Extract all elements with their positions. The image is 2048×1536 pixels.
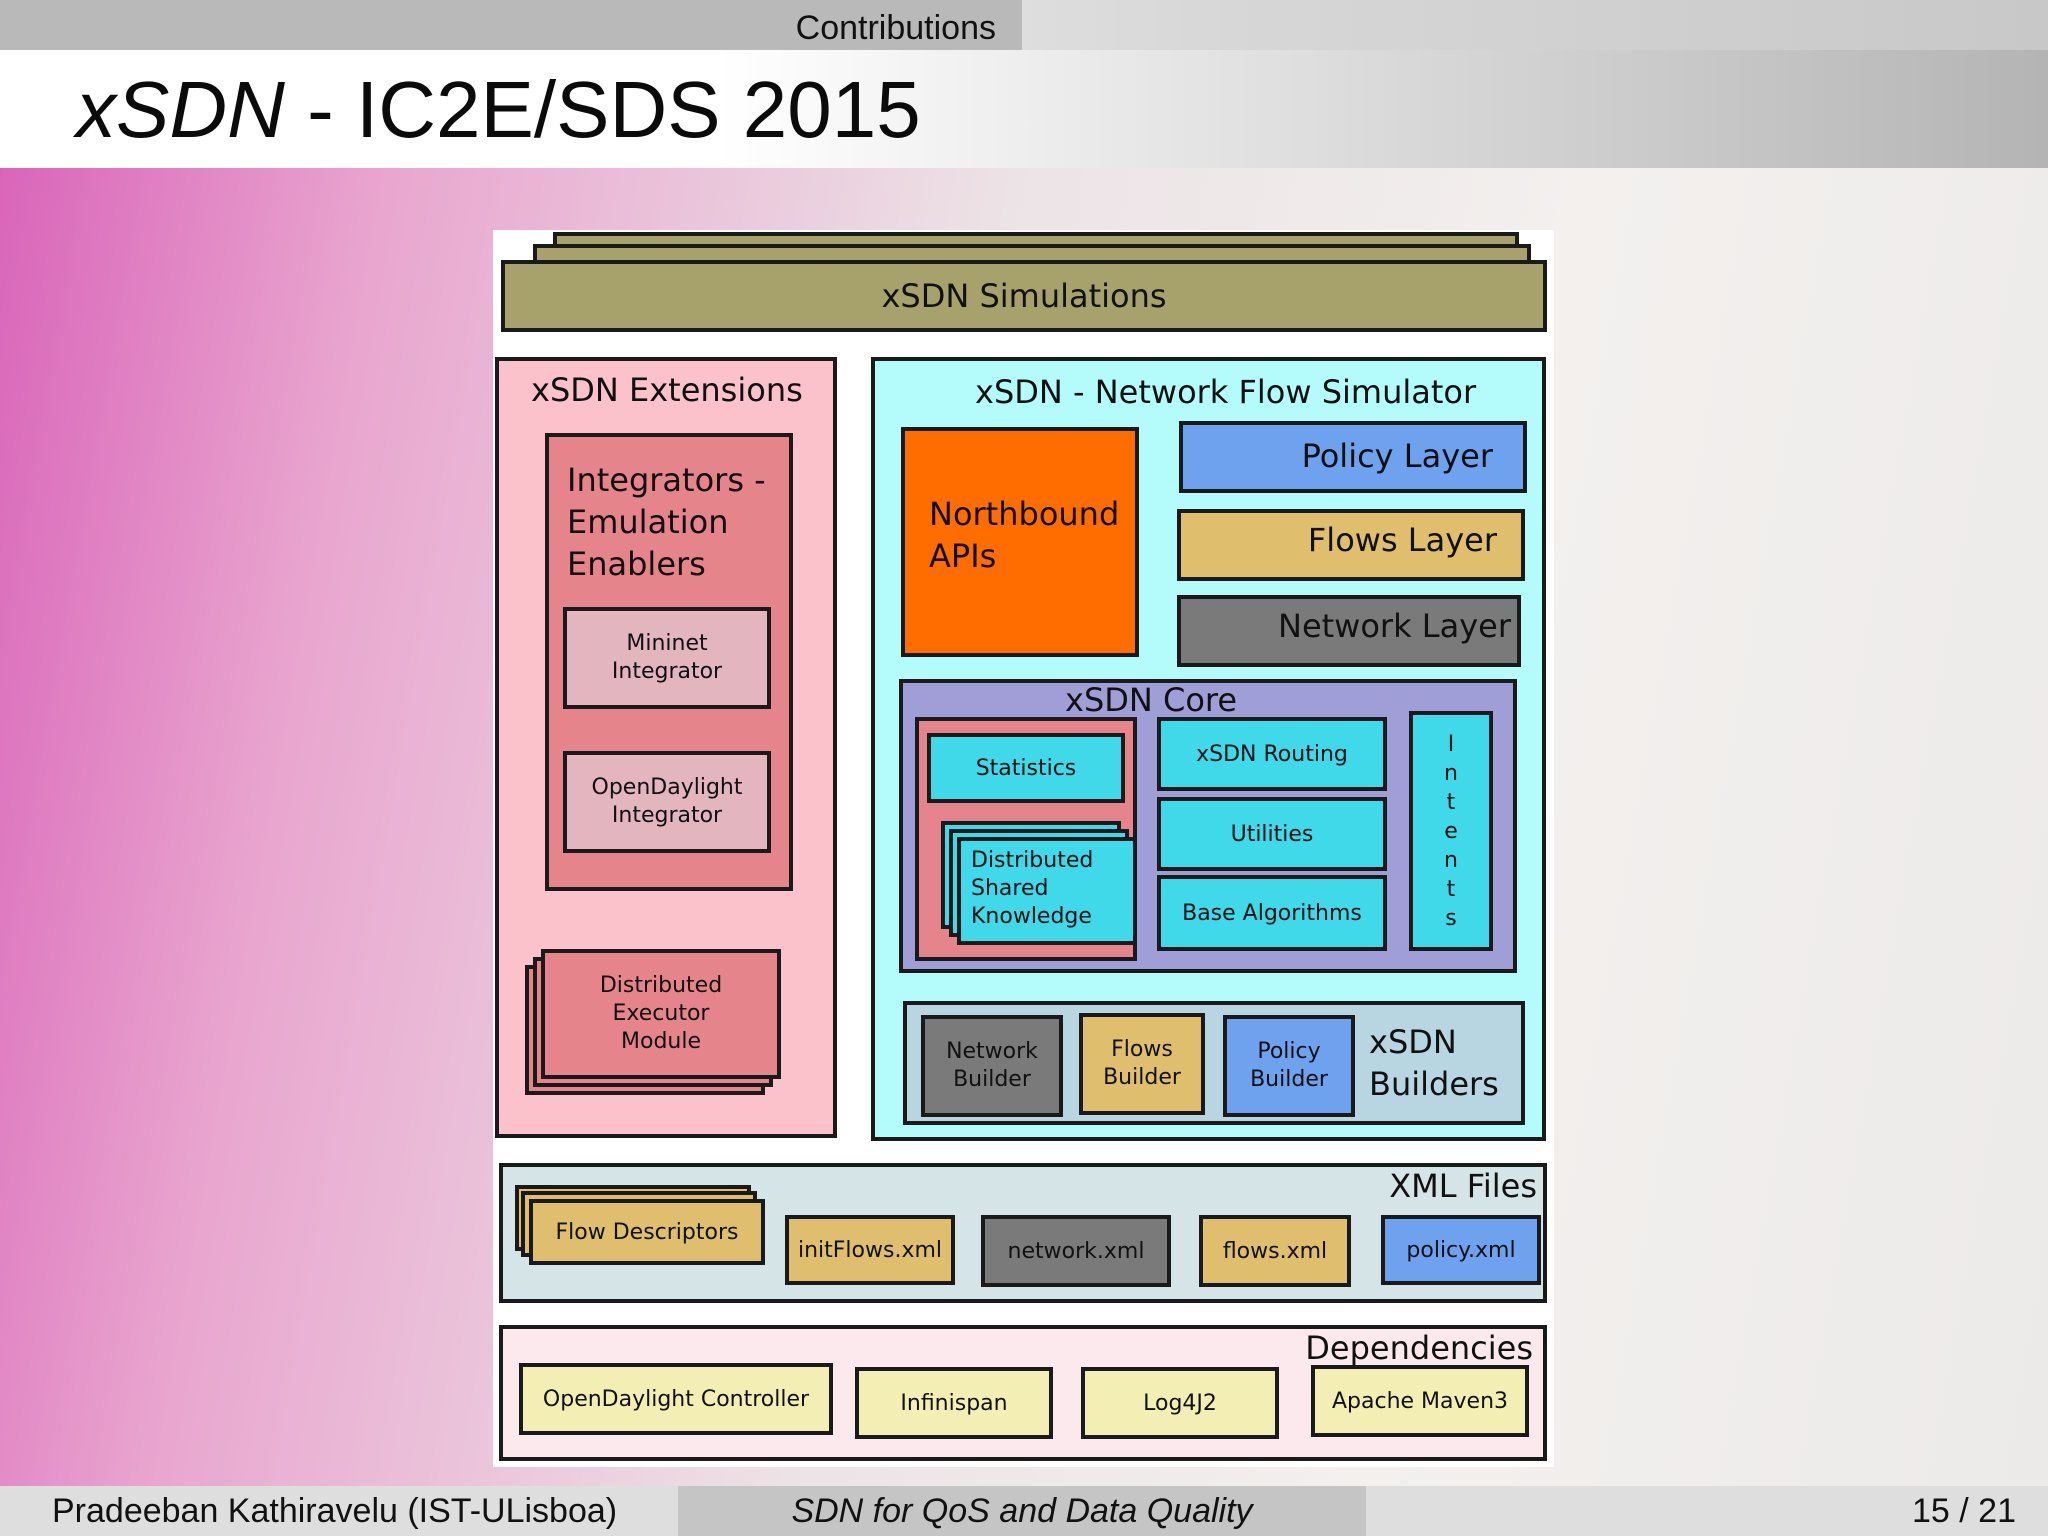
- intents-letter: s: [1445, 905, 1457, 931]
- flows-layer-box: Flows Layer: [1177, 509, 1525, 581]
- intents-letter: t: [1446, 789, 1456, 815]
- policy-layer-label: Policy Layer: [1301, 437, 1493, 475]
- builders-title: xSDN Builders: [1369, 1023, 1499, 1103]
- xml-file-label: policy.xml: [1406, 1237, 1516, 1263]
- dsk-box: Distributed Shared Knowledge: [957, 837, 1137, 945]
- core-title: xSDN Core: [1065, 681, 1238, 719]
- opendaylight-integrator-box: OpenDaylight Integrator: [563, 751, 771, 853]
- xml-file-box: network.xml: [981, 1215, 1171, 1287]
- architecture-diagram: xSDN Simulations xSDN Extensions Integra…: [493, 230, 1554, 1467]
- mininet-integrator-box: Mininet Integrator: [563, 607, 771, 709]
- flows-layer-label: Flows Layer: [1307, 521, 1497, 559]
- slide-title: xSDN - IC2E/SDS 2015: [76, 58, 921, 162]
- network-layer-label: Network Layer: [1278, 607, 1511, 645]
- flow-descriptors-box: Flow Descriptors: [529, 1199, 765, 1265]
- opendaylight-integrator-label: OpenDaylight Integrator: [591, 774, 743, 828]
- slide-title-italic: xSDN: [76, 65, 285, 154]
- base-algorithms-box: Base Algorithms: [1157, 875, 1387, 951]
- xml-file-box: policy.xml: [1381, 1215, 1541, 1285]
- intents-letter: n: [1444, 760, 1458, 786]
- integrators-label: Integrators - Emulation Enablers: [567, 461, 766, 583]
- network-builder-box: Network Builder: [921, 1015, 1063, 1117]
- simulator-panel: xSDN - Network Flow Simulator Northbound…: [871, 357, 1546, 1141]
- intents-letter: t: [1446, 876, 1456, 902]
- intents-letter: e: [1444, 818, 1458, 844]
- integrators-box: Integrators - Emulation Enablers Mininet…: [545, 433, 793, 891]
- dependencies-box: Dependencies OpenDaylight Controller Inf…: [499, 1325, 1547, 1461]
- dependency-box: Apache Maven3: [1311, 1365, 1529, 1437]
- xml-file-label: network.xml: [1007, 1238, 1145, 1264]
- xml-files-box: XML Files Flow Descriptors initFlows.xml…: [499, 1163, 1547, 1303]
- flow-descriptors-label: Flow Descriptors: [555, 1219, 739, 1245]
- xml-file-label: flows.xml: [1222, 1238, 1328, 1264]
- xml-file-box: initFlows.xml: [785, 1215, 955, 1285]
- xml-files-title: XML Files: [1389, 1167, 1537, 1205]
- dependency-label: Infinispan: [900, 1390, 1008, 1416]
- routing-label: xSDN Routing: [1196, 741, 1348, 767]
- xml-file-box: flows.xml: [1199, 1215, 1351, 1287]
- section-label: Contributions: [0, 0, 1022, 50]
- mininet-integrator-label: Mininet Integrator: [611, 630, 723, 684]
- intents-box: I n t e n t s: [1409, 711, 1493, 951]
- extensions-panel: xSDN Extensions Integrators - Emulation …: [495, 357, 837, 1138]
- utilities-label: Utilities: [1230, 821, 1314, 847]
- statistics-label: Statistics: [975, 755, 1077, 781]
- policy-builder-label: Policy Builder: [1250, 1038, 1328, 1092]
- intents-letter: I: [1447, 731, 1455, 757]
- northbound-apis-label: Northbound APIs: [929, 495, 1120, 575]
- dependencies-title: Dependencies: [1305, 1329, 1533, 1367]
- footer-author: Pradeeban Kathiravelu (IST-ULisboa): [0, 1486, 678, 1536]
- executor-label: Distributed Executor Module: [599, 972, 723, 1055]
- dsk-label: Distributed Shared Knowledge: [971, 848, 1094, 930]
- executor-box: Distributed Executor Module: [541, 949, 781, 1079]
- dependency-box: Log4J2: [1081, 1367, 1279, 1439]
- northbound-apis-box: Northbound APIs: [901, 427, 1139, 657]
- network-layer-box: Network Layer: [1177, 595, 1521, 667]
- policy-layer-box: Policy Layer: [1179, 421, 1527, 493]
- dependency-label: Apache Maven3: [1331, 1388, 1509, 1414]
- statistics-box: Statistics: [927, 733, 1125, 803]
- builders-box: Network Builder Flows Builder Policy Bui…: [903, 1001, 1525, 1125]
- intents-letter: n: [1444, 847, 1458, 873]
- network-builder-label: Network Builder: [946, 1038, 1038, 1092]
- dependency-box: OpenDaylight Controller: [519, 1363, 833, 1435]
- policy-builder-box: Policy Builder: [1223, 1015, 1355, 1117]
- dependency-label: OpenDaylight Controller: [542, 1386, 810, 1412]
- flows-builder-label: Flows Builder: [1103, 1036, 1181, 1090]
- footer-talk-title: SDN for QoS and Data Quality: [678, 1486, 1366, 1536]
- xml-file-label: initFlows.xml: [797, 1237, 943, 1263]
- dependency-label: Log4J2: [1143, 1390, 1217, 1416]
- dependency-box: Infinispan: [855, 1367, 1053, 1439]
- flows-builder-box: Flows Builder: [1079, 1013, 1205, 1115]
- extensions-title: xSDN Extensions: [531, 371, 803, 409]
- simulator-title: xSDN - Network Flow Simulator: [975, 373, 1477, 411]
- statistics-group-box: Statistics Distributed Shared Knowledge: [915, 717, 1137, 961]
- footer-page-number: 15 / 21: [1366, 1486, 2048, 1536]
- routing-box: xSDN Routing: [1157, 717, 1387, 791]
- utilities-box: Utilities: [1157, 797, 1387, 871]
- base-algorithms-label: Base Algorithms: [1182, 900, 1362, 926]
- slide-title-rest: - IC2E/SDS 2015: [284, 65, 921, 154]
- simulations-box: xSDN Simulations: [501, 260, 1547, 332]
- core-box: xSDN Core Statistics Distributed Shared …: [899, 679, 1517, 973]
- simulations-label: xSDN Simulations: [881, 277, 1167, 315]
- title-bar: [0, 50, 2048, 168]
